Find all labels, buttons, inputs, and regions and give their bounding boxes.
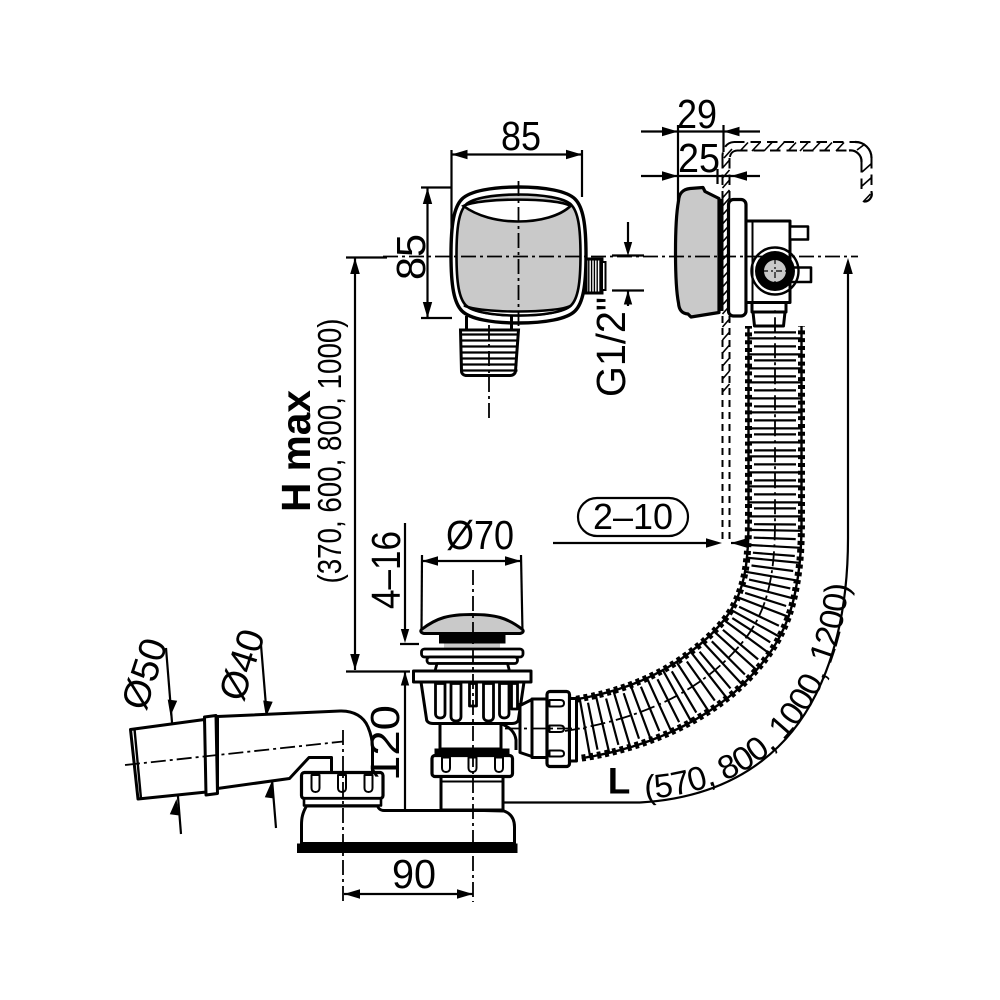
- svg-text:90: 90: [392, 851, 436, 897]
- svg-text:2–10: 2–10: [593, 496, 673, 537]
- svg-text:(370, 600, 800, 1000): (370, 600, 800, 1000): [311, 319, 348, 584]
- svg-text:L: L: [608, 761, 631, 802]
- svg-text:29: 29: [677, 91, 717, 137]
- svg-text:85: 85: [501, 113, 541, 159]
- svg-text:4–16: 4–16: [363, 531, 409, 609]
- svg-text:Ø70: Ø70: [446, 512, 514, 558]
- svg-text:H max: H max: [273, 390, 319, 512]
- svg-text:85: 85: [388, 234, 434, 280]
- svg-text:25: 25: [678, 135, 720, 181]
- svg-text:G1/2": G1/2": [588, 297, 634, 397]
- svg-text:120: 120: [362, 705, 408, 781]
